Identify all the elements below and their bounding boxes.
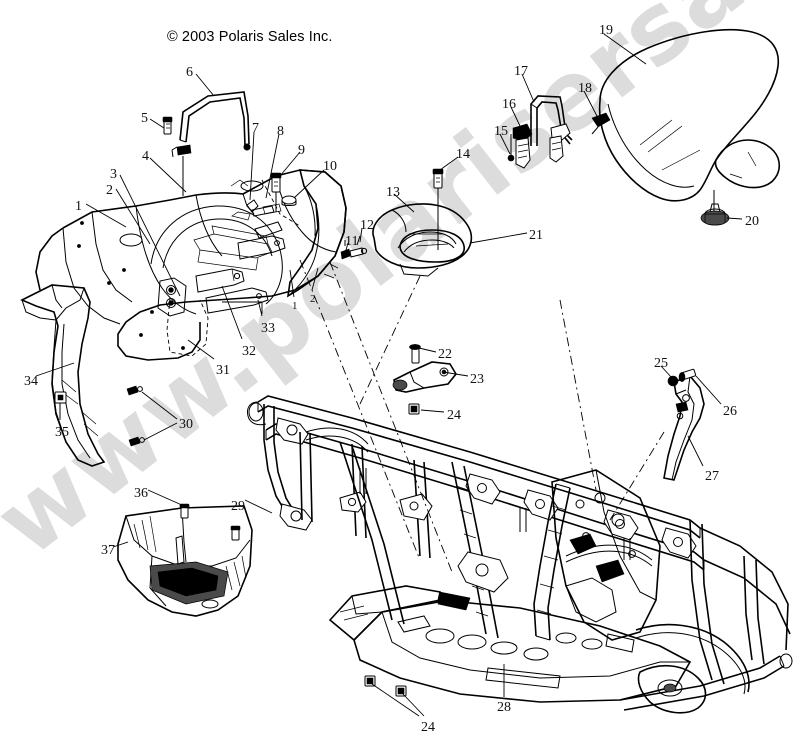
callout-30: 30: [179, 417, 193, 432]
seat-latch-assembly: [508, 96, 610, 168]
callout-37: 37: [101, 543, 115, 558]
copyright-notice: © 2003 Polaris Sales Inc.: [167, 29, 333, 45]
callout-28: 28: [497, 700, 511, 715]
callout-27: 27: [705, 469, 719, 484]
callout-7: 7: [252, 121, 259, 136]
callout-20: 20: [745, 214, 759, 229]
callout-11: 11: [345, 234, 359, 249]
right-brace-assembly: [664, 369, 704, 480]
callout-12: 12: [360, 218, 374, 233]
callout-21: 21: [529, 228, 543, 243]
callout-36: 36: [134, 486, 148, 501]
callout-19: 19: [599, 23, 613, 38]
callout-35: 35: [55, 425, 69, 440]
callout-14: 14: [456, 147, 470, 162]
callout-2b: 2: [310, 293, 316, 305]
seat-pan-assembly: [373, 169, 471, 276]
callout-17: 17: [514, 64, 528, 79]
callout-13: 13: [386, 185, 400, 200]
callout-4: 4: [142, 149, 149, 164]
callout-9: 9: [298, 143, 305, 158]
callout-10: 10: [323, 159, 337, 174]
callout-3: 3: [110, 167, 117, 182]
leader-lines: [36, 34, 742, 716]
storage-box-assembly: [118, 504, 252, 616]
callout-15: 15: [494, 124, 508, 139]
callout-16: 16: [502, 97, 516, 112]
callout-29: 29: [231, 499, 245, 514]
callout-23: 23: [470, 372, 484, 387]
rear-cab-assembly: [36, 170, 346, 360]
callout-22: 22: [438, 347, 452, 362]
callout-25: 25: [654, 356, 668, 371]
callout-33: 33: [261, 321, 275, 336]
callout-1: 1: [75, 199, 82, 214]
callout-5: 5: [141, 111, 148, 126]
main-frame-assembly: [247, 396, 792, 713]
fasteners-8-9-10: [271, 173, 296, 212]
callout-24: 24: [447, 408, 461, 423]
callout-8: 8: [277, 124, 284, 139]
callout-32: 32: [242, 344, 256, 359]
fasteners-11-12: [341, 236, 367, 259]
callout-6: 6: [186, 65, 193, 80]
callout-24b: 24: [421, 720, 435, 735]
callout-34: 34: [24, 374, 38, 389]
left-side-panel: [22, 285, 144, 466]
rear-grab-bar: [163, 92, 250, 196]
seat-assembly: [600, 30, 780, 225]
callout-26: 26: [723, 404, 737, 419]
callout-2: 2: [106, 183, 113, 198]
callout-31: 31: [216, 363, 230, 378]
callout-1b: 1: [292, 300, 298, 312]
callout-18: 18: [578, 81, 592, 96]
assembly-axis-lines: [300, 260, 664, 572]
